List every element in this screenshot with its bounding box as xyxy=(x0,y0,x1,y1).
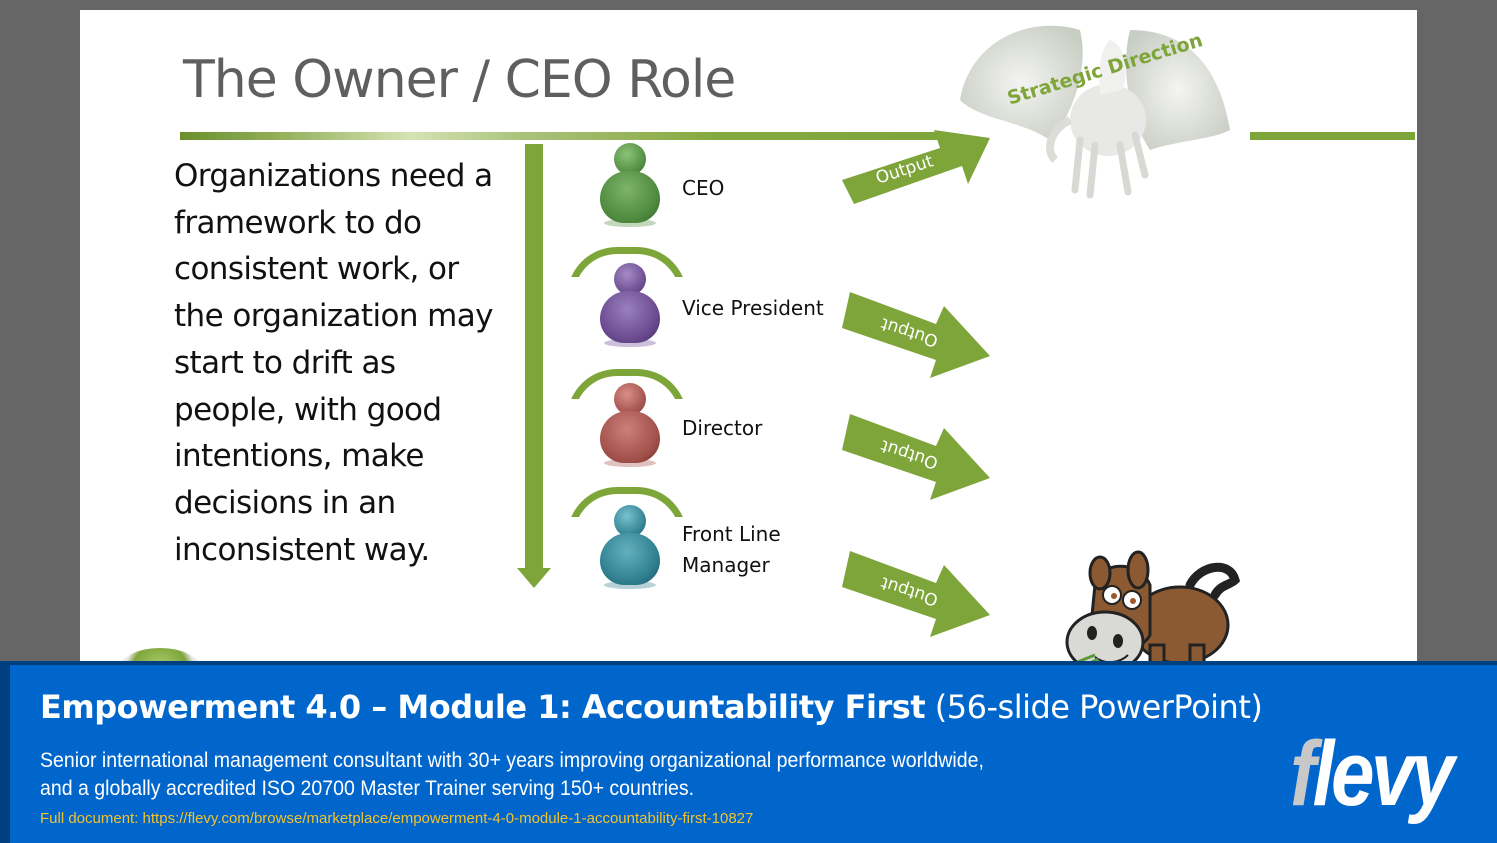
role-label-front-line-manager: Front Line Manager xyxy=(682,522,781,577)
slide: The Owner / CEO Role Organizations need … xyxy=(80,10,1417,670)
output-arrow-down-icon xyxy=(842,551,990,637)
document-title: Empowerment 4.0 – Module 1: Accountabili… xyxy=(40,688,1263,726)
output-arrow-down-icon xyxy=(842,292,990,378)
document-link[interactable]: Full document: https://flevy.com/browse/… xyxy=(40,810,754,827)
slide-title: The Owner / CEO Role xyxy=(183,50,736,110)
body-text: Organizations need a framework to do con… xyxy=(174,158,493,568)
title-underline xyxy=(180,132,948,140)
hierarchy-arrow-shaft xyxy=(525,144,543,572)
document-title-meta: (56-slide PowerPoint) xyxy=(934,688,1263,726)
role-label-vice-president: Vice President xyxy=(682,296,824,320)
document-title-main: Empowerment 4.0 – Module 1: Accountabili… xyxy=(40,688,926,726)
hierarchy-arrow-down-icon xyxy=(517,568,551,588)
document-description: Senior international management consulta… xyxy=(40,749,984,800)
banner-left-edge xyxy=(0,661,10,843)
vp-person-icon xyxy=(598,263,662,347)
role-label-ceo: CEO xyxy=(682,176,725,200)
pegasus-icon xyxy=(960,25,1230,199)
flevy-logo[interactable]: flevy xyxy=(1290,723,1455,825)
donkey-icon xyxy=(1065,550,1240,670)
output-arrow-up-icon xyxy=(842,130,990,204)
role-label-director: Director xyxy=(682,416,763,440)
director-person-icon xyxy=(598,383,662,467)
title-underline-right xyxy=(1250,132,1415,140)
front-line-manager-person-icon xyxy=(598,505,662,589)
ceo-person-icon xyxy=(598,143,662,227)
info-banner xyxy=(0,661,1497,843)
output-arrow-down-icon xyxy=(842,414,990,500)
